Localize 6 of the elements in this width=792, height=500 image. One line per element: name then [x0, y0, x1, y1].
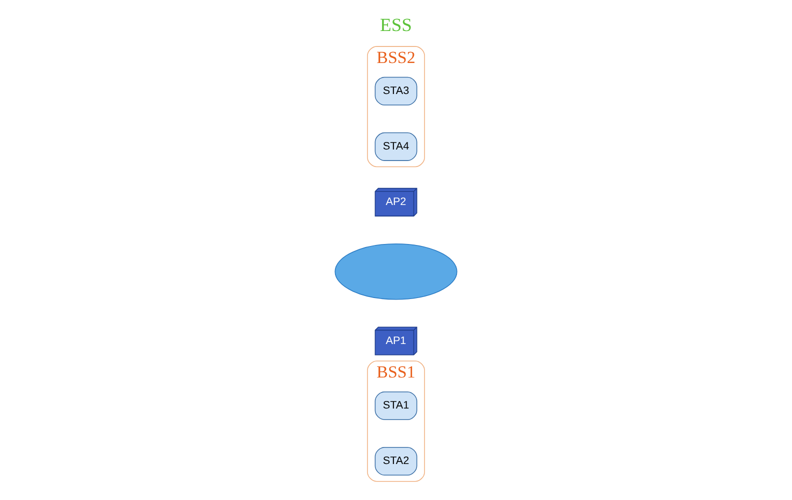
node-cloud	[334, 243, 458, 300]
node-box: STA1	[374, 392, 418, 420]
node-box: STA3	[374, 76, 418, 106]
node-box: STA4	[374, 132, 418, 161]
node-box: STA2	[374, 447, 418, 476]
label: ESS	[380, 16, 412, 36]
